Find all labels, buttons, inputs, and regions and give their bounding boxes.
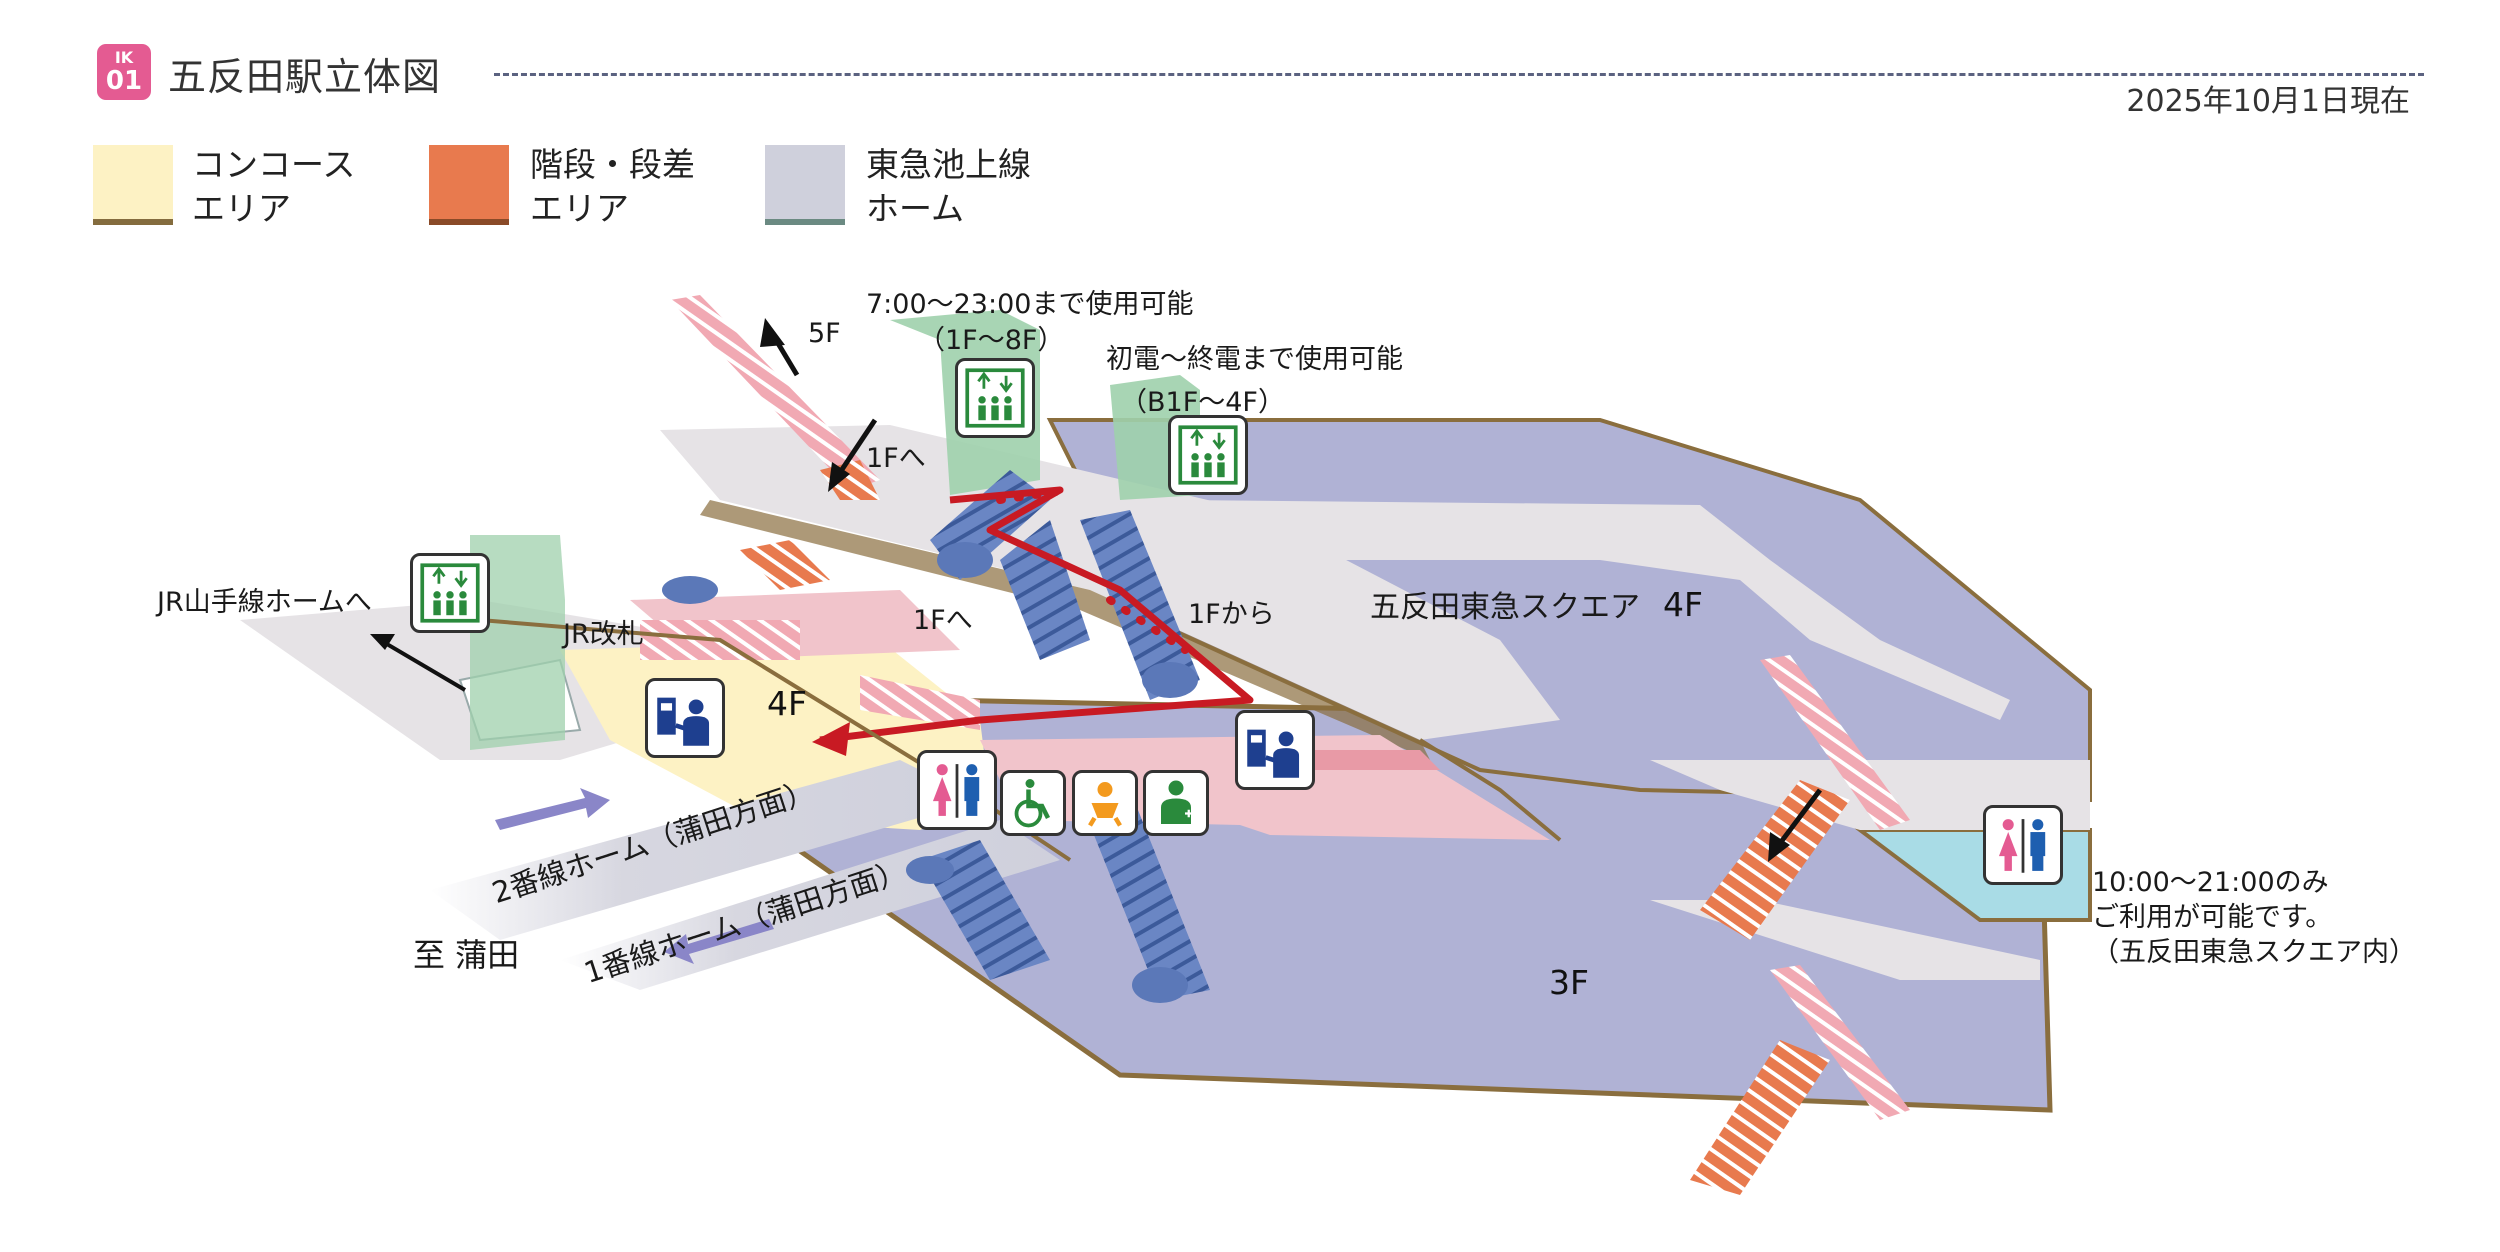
escalator-landing-1 [937,542,993,578]
elevator1-hours: 7:00〜23:00まで使用可能 [866,289,1194,320]
ostomate-icon [1143,770,1209,836]
legend-platform-line2: ホーム [866,189,965,228]
arrow-right-stairs-head [1768,832,1790,862]
label-to-1f-top: 1Fへ [866,443,926,474]
stairs-right-orange-upper [1700,780,1850,940]
page-title: 五反田駅立体図 [168,55,442,99]
elevator-icon [955,358,1035,438]
legend-concourse: コンコース エリア [192,143,355,231]
stairs-right-pink-lower [1770,965,1910,1120]
escalator-landing-3 [1132,967,1188,1003]
label-jr-yamanote: JR山手線ホームへ [157,587,372,618]
legend-concourse-line1: コンコース [192,145,356,184]
escalator-4 [920,840,1050,980]
ticket-machine-icon [645,678,725,758]
header-divider [494,73,2424,76]
badge-line-number: 01 [105,66,143,96]
escalator-5 [1080,790,1210,1000]
stairs-mid-left [740,540,830,590]
stairs-right-orange-lower [1690,1040,1830,1195]
escalator-landing-5 [906,856,954,884]
legend-stairs-line2: エリア [530,189,629,228]
label-floor-4f-right: 4F [1663,585,1703,624]
elevator1-range: （1F〜8F） [918,325,1065,356]
elevator-shaft-left [470,535,565,750]
restroom-icon [1983,805,2063,885]
toilet-hours-line3: （五反田東急スクエア内） [2092,937,2416,968]
baby-icon [1072,770,1138,836]
legend-swatch-stairs [429,145,509,225]
arrow-jr-yamanote [378,638,467,692]
label-floor-4f-left: 4F [767,684,807,723]
elevator-icon [410,553,490,633]
arrow-jr-yamanote-head [370,634,395,650]
label-to-5f: 5F [808,318,841,349]
label-tokyu-square: 五反田東急スクエア [1370,590,1640,625]
elevator-icon [1168,415,1248,495]
legend-swatch-platform [765,145,845,225]
concourse-upper-edge [700,500,1430,760]
accessible-route [819,486,1254,744]
escalator-landing-4 [662,576,718,604]
route-dotted-2 [1106,596,1189,654]
stairs-top-left [670,295,880,490]
ticket-machine-icon [1235,710,1315,790]
stairs-right-pink-upper [1760,655,1910,830]
as-of-date: 2025年10月1日現在 [2126,84,2410,119]
arrow-to-1f-top-head [828,462,850,492]
escalator-2 [1000,520,1090,660]
legend-concourse-line2: エリア [192,189,291,228]
square-walkway [1180,500,2010,720]
label-jr-gate: JR改札 [563,619,644,650]
label-floor-3f: 3F [1549,963,1589,1002]
legend-platform: 東急池上線 ホーム [866,143,1031,231]
escalator-landing-2 [1142,662,1198,698]
route-arrowhead [812,722,850,756]
stairs-4f [860,675,980,730]
legend-stairs-line1: 階段・段差 [530,145,695,184]
legend-swatch-concourse [93,145,173,225]
toilet-hours-line1: 10:00〜21:00のみ [2092,867,2329,898]
legend-platform-line1: 東急池上線 [866,145,1031,184]
arrow-platform-1 [664,919,774,964]
elevator2-hours: 初電〜終電まで使用可能 [1106,344,1403,375]
label-to-kamata: 至 蒲田 [413,936,520,974]
route-dotted-1 [996,486,1074,504]
restroom-icon [917,750,997,830]
label-to-1f-mid: 1Fへ [913,605,973,636]
wheelchair-icon [1000,770,1066,836]
toilet-hours-line2: ご利用が可能です。 [2092,902,2333,933]
elevator2-range: （B1F〜4F） [1120,387,1285,418]
label-from-1f: 1Fから [1188,599,1275,630]
station-number-badge: IK 01 [97,44,151,100]
legend-stairs: 階段・段差 エリア [530,143,695,231]
platform-2 [430,760,980,940]
arrow-right-stairs [1773,788,1822,852]
floor-3f-outline [1418,738,1562,842]
badge-line-code: IK [114,48,134,67]
arrow-platform-2 [495,788,610,830]
arrow-to-5f-head [760,318,785,347]
toilet-hours-note: 10:00〜21:00のみ ご利用が可能です。 （五反田東急スクエア内） [2092,865,2416,970]
